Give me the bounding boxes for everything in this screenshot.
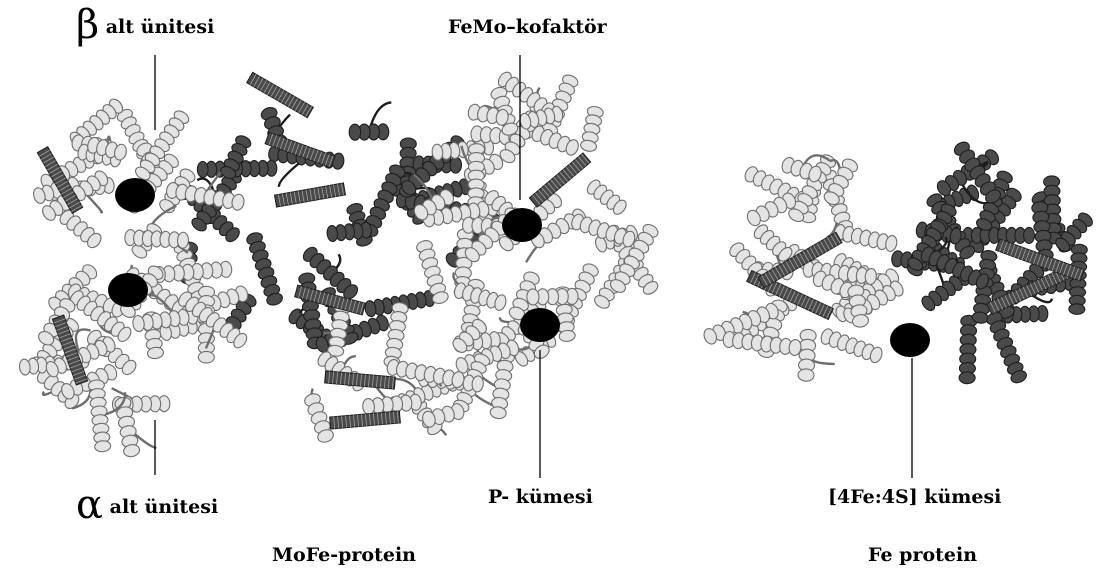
mofe-alpha-helix-turn bbox=[177, 232, 189, 249]
beta-symbol: β bbox=[76, 2, 99, 48]
mofe-alpha-helix bbox=[88, 379, 111, 452]
fe-light-monomer-helix bbox=[819, 327, 884, 364]
mofe-alpha-helix-turn bbox=[198, 351, 214, 363]
fe-dark-monomer-helix-turn bbox=[959, 372, 975, 384]
mofe-protein-caption: MoFe-protein bbox=[272, 544, 416, 566]
mofe-beta-right-helix-turn bbox=[527, 289, 539, 305]
alpha-subunit-label: α alt ünitesi bbox=[76, 482, 218, 528]
femo-cofactor-cluster-shape bbox=[502, 208, 542, 242]
mofe-beta-right-helix bbox=[585, 178, 629, 217]
beta-cluster-shape bbox=[115, 178, 155, 212]
alpha-subunit-text: alt ünitesi bbox=[110, 496, 219, 518]
mofe-beta-sheet-2 bbox=[247, 72, 314, 117]
mofe-beta-right-helix bbox=[580, 105, 605, 152]
mofe-beta-sheet-2-body bbox=[247, 72, 314, 117]
mofe-dark-helix-turn bbox=[197, 161, 208, 177]
mofe-lower-helix bbox=[315, 349, 368, 393]
fe-dark-monomer-helix bbox=[959, 315, 977, 384]
femo-cofactor-label: FeMo–kofaktör bbox=[448, 16, 607, 38]
fe-dark-monomer-helix-turn bbox=[1024, 227, 1035, 243]
beta-subunit-label: β alt ünitesi bbox=[76, 2, 214, 48]
fe-light-monomer-helix bbox=[745, 191, 798, 228]
fe-dark-monomer-helix-turn bbox=[1069, 303, 1085, 314]
mofe-beta-right-helix bbox=[527, 288, 578, 305]
mofe-beta-sheet-4 bbox=[330, 411, 401, 429]
fe-protein-caption: Fe protein bbox=[868, 544, 977, 566]
mofe-dark-helix-turn bbox=[349, 124, 361, 140]
p-cluster-shape bbox=[520, 308, 560, 342]
alpha-symbol: α bbox=[76, 482, 103, 528]
fe-light-monomer-helix bbox=[780, 156, 823, 184]
fe4s4-cluster-label: [4Fe:4S] kümesi bbox=[828, 486, 1001, 508]
mofe-alpha-helix bbox=[57, 208, 103, 251]
mofe-beta-sheet-1-body bbox=[274, 183, 345, 207]
mofe-beta-sheet-3 bbox=[325, 371, 396, 389]
fe-light-monomer-helix-turn bbox=[798, 368, 815, 381]
beta-subunit-text: alt ünitesi bbox=[106, 16, 215, 38]
fe-light-monomer-helix bbox=[752, 222, 795, 263]
mofe-lower-helix bbox=[421, 402, 466, 428]
mofe-beta-right-helix bbox=[468, 144, 485, 208]
fe-light-monomer-helix bbox=[798, 329, 817, 382]
alpha-cluster-shape bbox=[108, 273, 148, 307]
mofe-dark-helix bbox=[349, 124, 389, 140]
mofe-dark-helix-turn bbox=[450, 157, 462, 173]
p-cluster-label: P- kümesi bbox=[488, 486, 593, 508]
fe-light-monomer-helix bbox=[833, 224, 898, 253]
mofe-protein-structure bbox=[19, 70, 661, 458]
fe4s4-cluster-shape bbox=[890, 323, 930, 357]
mofe-beta-sheet-1 bbox=[274, 183, 345, 207]
